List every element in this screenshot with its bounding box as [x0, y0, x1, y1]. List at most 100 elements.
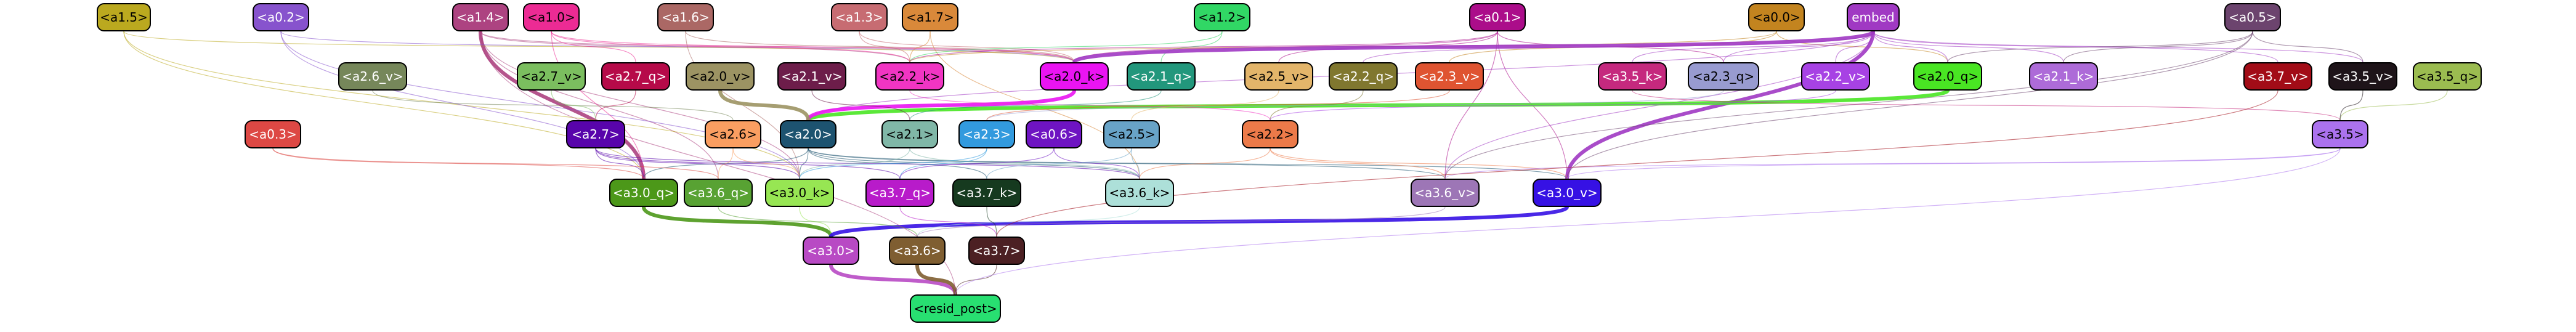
- node-a2-6[interactable]: <a2.6>: [705, 120, 761, 148]
- node-a1-5[interactable]: <a1.5>: [97, 3, 151, 31]
- node-a1-7[interactable]: <a1.7>: [902, 3, 958, 31]
- node-a3-6-v[interactable]: <a3.6_v>: [1411, 179, 1480, 207]
- node-a2-3-q[interactable]: <a2.3_q>: [1688, 62, 1759, 91]
- node-a2-3[interactable]: <a2.3>: [958, 120, 1015, 148]
- node-a3-7-k[interactable]: <a3.7_k>: [952, 179, 1021, 207]
- node-label: <a0.6>: [1030, 127, 1078, 142]
- node-label: <a2.7>: [572, 127, 620, 142]
- edge-a2-3-q-to-a2-3: [986, 90, 1724, 121]
- node-label: <a2.2_v>: [1805, 69, 1866, 84]
- node-a2-0[interactable]: <a2.0>: [780, 120, 836, 148]
- edge-a2-1-to-a3-0-k: [799, 148, 910, 179]
- node-a2-1-q[interactable]: <a2.1_q>: [1127, 62, 1196, 91]
- node-label: <a2.2_q>: [1332, 69, 1395, 84]
- node-a0-3[interactable]: <a0.3>: [245, 120, 301, 148]
- node-a2-5[interactable]: <a2.5>: [1103, 120, 1160, 148]
- node-label: <a3.6_k>: [1109, 185, 1170, 200]
- node-label: <a2.2_k>: [879, 69, 941, 84]
- edge-a3-7-v-to-a3-7: [996, 90, 2278, 237]
- node-a2-7-v[interactable]: <a2.7_v>: [517, 62, 586, 91]
- node-a2-3-v[interactable]: <a2.3_v>: [1415, 62, 1484, 91]
- node-a0-1[interactable]: <a0.1>: [1469, 3, 1526, 31]
- node-label: <a3.5_k>: [1602, 69, 1663, 84]
- node-a2-1-k[interactable]: <a2.1_k>: [2029, 62, 2098, 91]
- node-a2-2-k[interactable]: <a2.2_k>: [875, 62, 944, 91]
- node-a1-6[interactable]: <a1.6>: [657, 3, 714, 31]
- node-label: <a2.3_v>: [1419, 69, 1480, 84]
- edge-a2-7-to-a3-7-q: [595, 148, 901, 179]
- edge-embed-to-a3-0-v: [1565, 31, 1875, 179]
- edge-a2-3-to-a3-7-q: [899, 148, 987, 179]
- edge-a2-0-to-a3-6-v: [808, 148, 1446, 179]
- node-a3-0-v[interactable]: <a3.0_v>: [1533, 179, 1602, 207]
- edge-embed-to-a2-1-k: [1873, 31, 2064, 63]
- edge-a1-2-to-a2-2-k: [909, 31, 1223, 63]
- node-label: <a1.3>: [835, 10, 883, 25]
- node-a1-0[interactable]: <a1.0>: [523, 3, 580, 31]
- edge-a1-0-to-a3-0-q: [551, 31, 644, 179]
- node-a1-2[interactable]: <a1.2>: [1194, 3, 1250, 31]
- edge-a3-0-q-to-a3-0: [642, 206, 833, 238]
- node-resid-post[interactable]: <resid_post>: [910, 294, 1001, 323]
- edge-a1-0-to-a2-2-k: [551, 31, 910, 63]
- node-label: <a2.1_v>: [781, 69, 843, 84]
- node-a3-0-q[interactable]: <a3.0_q>: [609, 179, 678, 207]
- edge-embed-to-a3-7-v: [1873, 31, 2278, 63]
- edge-a2-2-to-a3-0-v: [1270, 148, 1568, 179]
- node-a3-6[interactable]: <a3.6>: [889, 237, 946, 265]
- node-a0-5[interactable]: <a0.5>: [2224, 3, 2281, 31]
- node-a2-6-v[interactable]: <a2.6_v>: [338, 62, 407, 91]
- edge-a3-5-to-resid-post: [955, 148, 2341, 295]
- node-a2-0-v[interactable]: <a2.0_v>: [686, 62, 755, 91]
- node-a0-6[interactable]: <a0.6>: [1026, 120, 1082, 148]
- edge-a0-1-to-a2-0-k: [1074, 31, 1498, 63]
- edge-a3-7-q-to-a3-7: [899, 206, 997, 237]
- node-label: <a2.1_k>: [2033, 69, 2094, 84]
- node-a2-2[interactable]: <a2.2>: [1242, 120, 1298, 148]
- edge-a2-5-to-a3-6-k: [1131, 148, 1140, 179]
- node-a2-7[interactable]: <a2.7>: [566, 120, 625, 148]
- edge-a3-5-to-a3-0-v: [1566, 148, 2341, 179]
- node-a3-5-v[interactable]: <a3.5_v>: [2328, 62, 2397, 91]
- node-a0-0[interactable]: <a0.0>: [1748, 3, 1805, 31]
- edge-a3-5-k-to-a3-5: [1632, 90, 2341, 121]
- node-a3-5[interactable]: <a3.5>: [2312, 120, 2368, 148]
- node-a0-2[interactable]: <a0.2>: [253, 3, 309, 31]
- node-label: <a1.2>: [1198, 10, 1246, 25]
- node-a2-5-v[interactable]: <a2.5_v>: [1244, 62, 1313, 91]
- node-a2-1-v[interactable]: <a2.1_v>: [777, 62, 846, 91]
- node-a3-0-k[interactable]: <a3.0_k>: [765, 179, 834, 207]
- node-a3-0[interactable]: <a3.0>: [803, 237, 859, 265]
- node-label: <a2.1>: [886, 127, 934, 142]
- node-a2-2-q[interactable]: <a2.2_q>: [1329, 62, 1398, 91]
- node-label: <a1.6>: [662, 10, 710, 25]
- node-label: <a3.7>: [973, 243, 1021, 258]
- node-a3-7-v[interactable]: <a3.7_v>: [2243, 62, 2312, 91]
- node-embed[interactable]: embed: [1847, 3, 1900, 31]
- node-a3-5-q[interactable]: <a3.5_q>: [2413, 62, 2482, 91]
- node-a3-7-q[interactable]: <a3.7_q>: [865, 179, 934, 207]
- node-a1-4[interactable]: <a1.4>: [452, 3, 509, 31]
- node-a2-2-v[interactable]: <a2.2_v>: [1801, 62, 1870, 91]
- node-label: <a3.0_q>: [612, 185, 675, 200]
- node-a1-3[interactable]: <a1.3>: [831, 3, 888, 31]
- node-label: <a2.0_q>: [1916, 69, 1979, 84]
- node-label: <a2.2>: [1246, 127, 1294, 142]
- edge-a2-2-to-a3-6-k: [1139, 148, 1271, 179]
- node-a2-0-q[interactable]: <a2.0_q>: [1913, 62, 1982, 91]
- node-label: <a2.6>: [709, 127, 757, 142]
- edge-a0-0-to-a2-0-q: [1776, 31, 1948, 63]
- edge-embed-to-a3-5-v: [1873, 31, 2363, 63]
- edge-embed-to-a2-0-q: [1873, 31, 1948, 63]
- node-a2-7-q[interactable]: <a2.7_q>: [601, 62, 670, 91]
- node-a3-7[interactable]: <a3.7>: [968, 237, 1025, 265]
- node-a2-0-k[interactable]: <a2.0_k>: [1040, 62, 1109, 91]
- edge-a2-7-v-to-a2-7: [551, 90, 596, 121]
- node-a3-5-k[interactable]: <a3.5_k>: [1598, 62, 1667, 91]
- edge-a1-4-to-a2-0-k: [480, 31, 1075, 63]
- node-a3-6-k[interactable]: <a3.6_k>: [1105, 179, 1174, 207]
- node-a3-6-q[interactable]: <a3.6_q>: [684, 179, 753, 207]
- node-a2-1[interactable]: <a2.1>: [881, 120, 938, 148]
- edge-a0-5-to-a2-1-k: [2063, 31, 2253, 63]
